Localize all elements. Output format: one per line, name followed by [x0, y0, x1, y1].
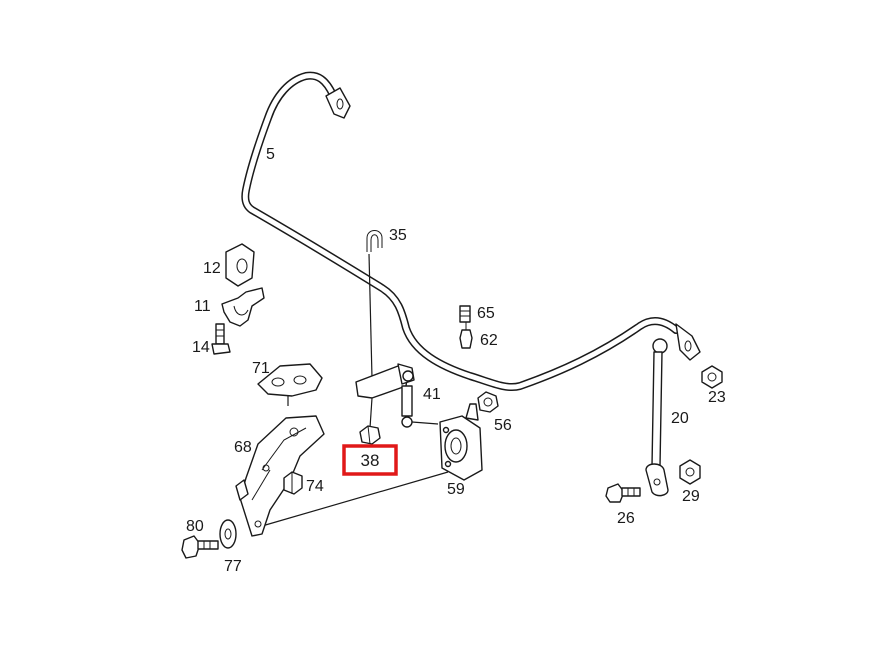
label-part-38[interactable]: 38 — [361, 451, 380, 470]
part-62-valve[interactable] — [459, 322, 473, 349]
label-part-56: 56 — [494, 417, 512, 434]
highlight-box-38 — [342, 444, 398, 476]
part-29-nut[interactable] — [679, 459, 701, 485]
label-part-65: 65 — [477, 305, 495, 322]
label-part-71: 71 — [252, 360, 270, 377]
part-59-bearing[interactable] — [261, 403, 483, 527]
part-65-cap[interactable] — [459, 305, 471, 323]
part-71-plate[interactable] — [257, 363, 323, 406]
part-38-nut[interactable] — [359, 397, 381, 445]
part-77-washer[interactable] — [219, 519, 237, 549]
part-12-bushing[interactable] — [225, 243, 255, 287]
part-56-nut[interactable] — [477, 391, 499, 413]
part-41-link[interactable] — [355, 363, 439, 428]
label-part-59: 59 — [447, 481, 465, 498]
label-part-74: 74 — [306, 478, 324, 495]
label-part-12: 12 — [203, 260, 221, 277]
label-part-35: 35 — [389, 227, 407, 244]
label-part-77: 77 — [224, 558, 242, 575]
label-part-23: 23 — [708, 389, 726, 406]
part-74-nut[interactable] — [283, 471, 303, 495]
label-part-26: 26 — [617, 510, 635, 527]
part-26-bolt[interactable] — [605, 483, 641, 503]
label-part-80: 80 — [186, 518, 204, 535]
label-part-41: 41 — [423, 386, 441, 403]
label-part-20: 20 — [671, 410, 689, 427]
part-68-bracket[interactable] — [235, 415, 325, 537]
label-part-11: 11 — [194, 298, 211, 315]
label-part-62: 62 — [480, 332, 498, 349]
label-part-14: 14 — [192, 339, 210, 356]
part-11-clamp[interactable] — [221, 287, 265, 327]
part-14-bolt[interactable] — [211, 323, 231, 355]
label-part-5: 5 — [266, 146, 275, 163]
part-80-bolt[interactable] — [181, 535, 219, 559]
label-part-29: 29 — [682, 488, 700, 505]
part-20-link[interactable] — [645, 338, 669, 497]
label-part-68: 68 — [234, 439, 252, 456]
stabilizer-bar[interactable] — [241, 71, 701, 391]
part-35-hook[interactable] — [366, 230, 383, 379]
part-23-nut[interactable] — [701, 365, 723, 389]
